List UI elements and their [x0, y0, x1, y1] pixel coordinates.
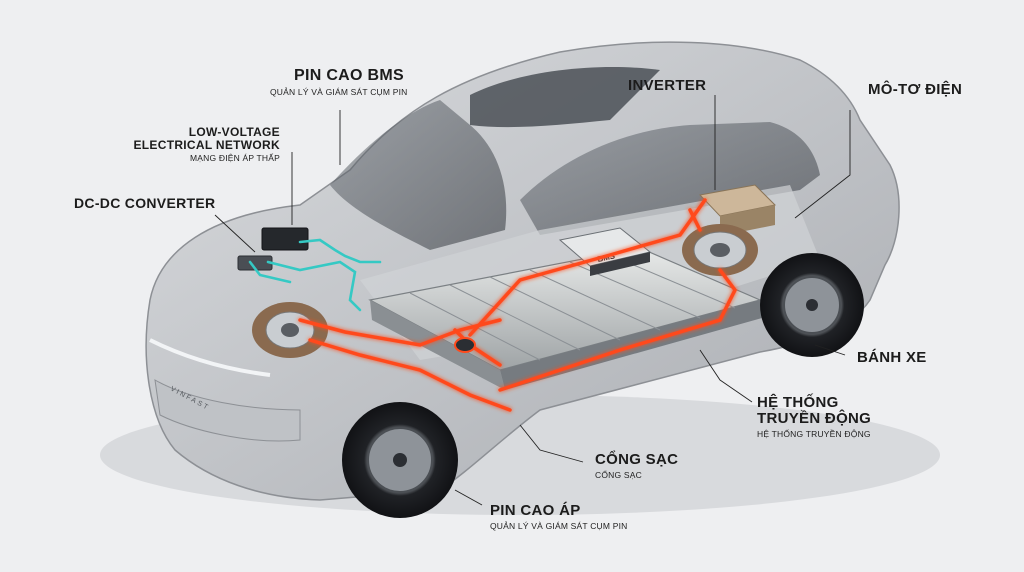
- drivetrain-subtitle: HỆ THỐNG TRUYỀN ĐỘNG: [757, 428, 871, 439]
- pin-cao-bms-title: PIN CAO BMS: [294, 67, 404, 84]
- pin-cao-bms-subtitle: QUẢN LÝ VÀ GIÁM SÁT CỤM PIN: [270, 86, 408, 97]
- label-drivetrain: HỆ THỐNG TRUYỀN ĐỘNG HỆ THỐNG TRUYỀN ĐỘN…: [757, 395, 871, 438]
- windshield: [330, 100, 507, 250]
- side-window: [520, 122, 820, 235]
- drivetrain-title-1: HỆ THỐNG: [757, 394, 839, 411]
- low-voltage-battery: [261, 227, 309, 251]
- hv-battery-title: PIN CAO ÁP: [490, 502, 581, 519]
- motor-title: MÔ-TƠ ĐIỆN: [868, 81, 963, 98]
- charge-port: [454, 337, 476, 353]
- front-wheel: [342, 402, 458, 518]
- dc-dc-title: DC-DC CONVERTER: [74, 195, 216, 211]
- label-charge-port: CỔNG SẠC CỔNG SẠC: [595, 452, 678, 480]
- low-voltage-wiring: [248, 238, 382, 312]
- label-low-voltage: LOW-VOLTAGE ELECTRICAL NETWORK MẠNG ĐIỆN…: [120, 126, 280, 163]
- leader-lines: [214, 95, 851, 506]
- front-bumper: [154, 379, 301, 442]
- charge-port-subtitle: CỔNG SẠC: [595, 469, 642, 480]
- label-pin-cao-bms: PIN CAO BMS QUẢN LÝ VÀ GIÁM SÁT CỤM PIN: [270, 67, 408, 97]
- charge-port-title: CỔNG SẠC: [595, 451, 679, 468]
- label-hv-battery: PIN CAO ÁP QUẢN LÝ VÀ GIÁM SÁT CỤM PIN: [490, 503, 628, 531]
- front-motor: [252, 302, 328, 358]
- hv-battery-subtitle: QUẢN LÝ VÀ GIÁM SÁT CỤM PIN: [490, 520, 628, 531]
- low-voltage-title-1: LOW-VOLTAGE: [188, 125, 280, 139]
- drivetrain-title-2: TRUYỀN ĐỘNG: [757, 409, 872, 427]
- label-motor: MÔ-TƠ ĐIỆN: [868, 82, 962, 98]
- label-inverter: INVERTER: [628, 78, 706, 94]
- rear-wheel: [760, 253, 864, 357]
- sunroof: [470, 67, 660, 128]
- label-dc-dc: DC-DC CONVERTER: [74, 196, 215, 211]
- headlight: [149, 338, 271, 377]
- wheel-title: BÁNH XE: [857, 349, 927, 366]
- inverter-title: INVERTER: [628, 77, 707, 94]
- label-wheel: BÁNH XE: [857, 350, 927, 366]
- low-voltage-title-2: ELECTRICAL NETWORK: [133, 137, 280, 152]
- low-voltage-subtitle: MẠNG ĐIỆN ÁP THẤP: [190, 153, 280, 164]
- rear-motor: [682, 224, 758, 276]
